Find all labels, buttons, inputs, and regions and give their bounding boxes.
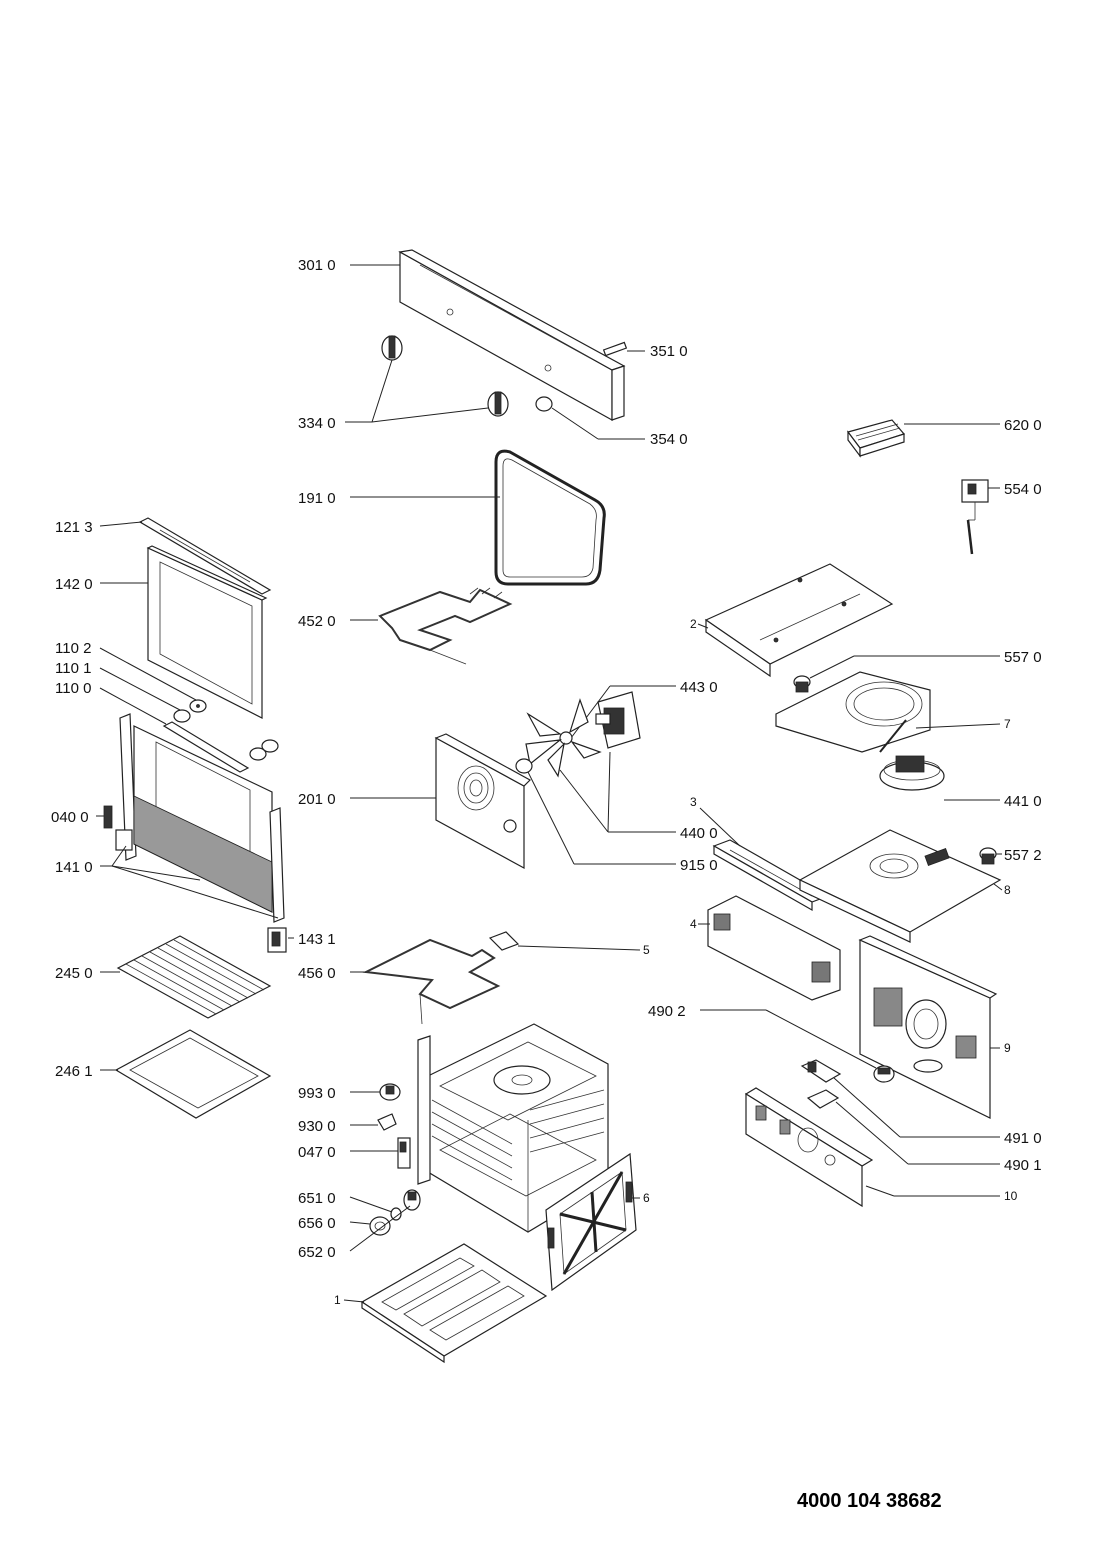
label-490-2: 490 2 (648, 1003, 686, 1020)
door-hinge (103, 805, 113, 829)
control-panel (398, 249, 626, 422)
label-7: 7 (1004, 717, 1011, 731)
document-number: 4000 104 38682 (797, 1490, 942, 1512)
label-246-1: 246 1 (55, 1063, 93, 1080)
label-440-0: 440 0 (680, 825, 718, 842)
connector-clip (377, 1113, 397, 1131)
hinge-receiver (267, 927, 287, 953)
oven-lamp (873, 1065, 895, 1083)
label-110-2: 110 2 (55, 640, 91, 657)
label-9: 9 (1004, 1041, 1011, 1055)
label-354-0: 354 0 (650, 431, 688, 448)
label-334-0: 334 0 (298, 415, 336, 432)
grill-heating-element (378, 587, 513, 665)
label-993-0: 993 0 (298, 1085, 336, 1102)
mounting-bracket (488, 931, 520, 951)
label-656-0: 656 0 (298, 1215, 336, 1232)
label-491-0: 491 0 (1004, 1130, 1042, 1147)
baking-tray (114, 1029, 272, 1119)
oven-back-wall (858, 935, 998, 1119)
label-441-0: 441 0 (1004, 793, 1042, 810)
label-047-0: 047 0 (298, 1144, 336, 1161)
cooling-fan-motor (879, 755, 945, 791)
oven-cavity (417, 1023, 609, 1233)
label-10: 10 (1004, 1189, 1018, 1203)
label-930-0: 930 0 (298, 1118, 336, 1135)
bottom-plate (360, 1243, 548, 1364)
label-301-0: 301 0 (298, 257, 336, 274)
door-hinge-washers (162, 699, 279, 773)
label-557-0: 557 0 (1004, 649, 1042, 666)
inner-door-assembly (115, 713, 285, 923)
label-8: 8 (1004, 883, 1011, 897)
label-201-0: 201 0 (298, 791, 336, 808)
fan-cover-panel (434, 733, 531, 870)
thermal-cutout-2 (979, 847, 997, 865)
label-5: 5 (643, 943, 650, 957)
label-620-0: 620 0 (1004, 417, 1042, 434)
label-452-0: 452 0 (298, 613, 336, 630)
lower-heating-element (362, 938, 501, 1025)
label-110-1: 110 1 (55, 660, 91, 677)
outer-door-glass (146, 545, 268, 719)
door-top-trim (138, 517, 272, 595)
label-142-0: 142 0 (55, 576, 93, 593)
label-915-0: 915 0 (680, 857, 718, 874)
side-bracket (707, 895, 841, 1001)
label-141-0: 141 0 (55, 859, 93, 876)
label-557-2: 557 2 (1004, 847, 1042, 864)
label-191-0: 191 0 (298, 490, 336, 507)
front-frame (545, 1152, 637, 1292)
thermostat (961, 479, 989, 555)
oven-top-panel (798, 829, 1002, 943)
label-6: 6 (643, 1191, 650, 1205)
label-652-0: 652 0 (298, 1244, 336, 1261)
door-switch (397, 1137, 411, 1169)
terminal-block (846, 419, 906, 458)
label-490-1: 490 1 (1004, 1157, 1042, 1174)
lamp-holders (800, 1059, 842, 1109)
label-3: 3 (690, 795, 697, 809)
fan-impeller (525, 698, 602, 778)
fan-nut (515, 758, 533, 774)
label-456-0: 456 0 (298, 965, 336, 982)
label-443-0: 443 0 (680, 679, 718, 696)
lamp-cover-parts (369, 1189, 421, 1236)
wire-shelf (116, 935, 272, 1019)
top-cover-plate (704, 563, 894, 678)
control-knobs (381, 335, 509, 417)
control-module (744, 1087, 874, 1208)
indicator-light (602, 341, 628, 357)
small-knob (535, 396, 553, 412)
label-4: 4 (690, 917, 697, 931)
label-110-0: 110 0 (55, 680, 91, 697)
rotary-switch (379, 1083, 401, 1101)
label-651-0: 651 0 (298, 1190, 336, 1207)
label-2: 2 (690, 617, 697, 631)
label-1: 1 (334, 1293, 341, 1307)
cooling-fan-housing (775, 671, 931, 753)
fan-motor (595, 691, 641, 749)
label-040-0: 040 0 (51, 809, 89, 826)
label-143-1: 143 1 (298, 931, 336, 948)
door-seal (494, 449, 606, 586)
label-554-0: 554 0 (1004, 481, 1042, 498)
label-121-3: 121 3 (55, 519, 93, 536)
label-351-0: 351 0 (650, 343, 688, 360)
thermal-cutout (793, 675, 811, 693)
label-245-0: 245 0 (55, 965, 93, 982)
